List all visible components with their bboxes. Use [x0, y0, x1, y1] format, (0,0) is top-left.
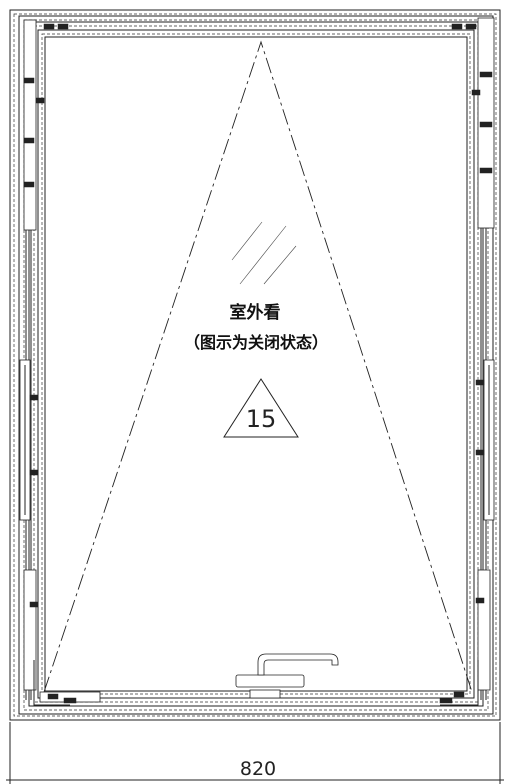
- number-triangle-marker: 15: [223, 378, 299, 438]
- left-hardware-strip: [19, 19, 70, 706]
- bottom-hardware-strip: [39, 689, 281, 704]
- right-hardware-strip: [439, 17, 495, 706]
- view-side-label: 室外看: [230, 302, 281, 323]
- width-dimension: 820: [6, 722, 504, 784]
- marker-number: 15: [246, 405, 277, 433]
- state-note-label: （图示为关闭状态）: [184, 333, 328, 352]
- outer-frame: [9, 9, 501, 721]
- glass-hatch-marks: [231, 221, 297, 285]
- opening-direction-triangle: [43, 40, 473, 693]
- width-dimension-value: 820: [240, 758, 276, 780]
- window-handle: [235, 653, 339, 688]
- sash-frame: [33, 25, 479, 703]
